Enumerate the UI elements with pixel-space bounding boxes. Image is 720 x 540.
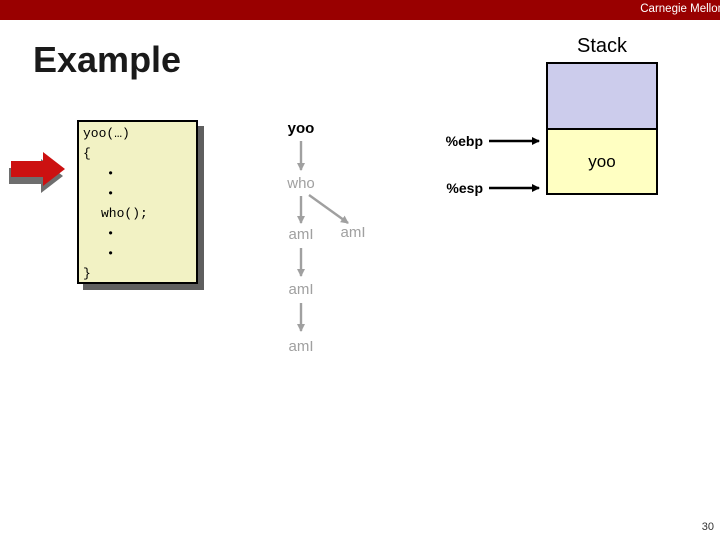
stack-frame-caller: [548, 64, 656, 130]
code-line: •: [107, 167, 115, 181]
call-node-ami-bottom: amI: [288, 338, 314, 355]
brand-text: Carnegie Mellon: [640, 3, 720, 15]
call-node-ami-right: amI: [340, 224, 366, 241]
arrow-who-to-ami-right: [308, 194, 349, 224]
stack-heading: Stack: [576, 35, 628, 57]
page-number: 30: [701, 521, 714, 533]
code-line: yoo(…): [83, 126, 130, 141]
code-line: {: [83, 146, 91, 161]
code-line: •: [107, 227, 115, 241]
code-box: yoo(…) { • • who(); • • }: [77, 120, 198, 284]
code-line: •: [107, 247, 115, 261]
stack-frame-yoo: yoo: [548, 130, 656, 193]
header-bar: Carnegie Mellon: [0, 0, 720, 20]
call-node-ami-left: amI: [288, 226, 314, 243]
register-esp-label: %esp: [446, 180, 483, 196]
code-line: •: [107, 187, 115, 201]
call-node-ami-mid: amI: [288, 281, 314, 298]
call-node-yoo: yoo: [287, 120, 315, 137]
red-pointer-arrow-icon: [9, 152, 65, 193]
stack-diagram: yoo: [546, 62, 658, 195]
stack-frame-label: yoo: [588, 151, 616, 171]
page-title: Example: [33, 39, 182, 80]
code-line: who();: [101, 206, 148, 221]
code-line: }: [83, 266, 91, 281]
register-ebp-label: %ebp: [445, 133, 483, 149]
call-node-who: who: [287, 175, 315, 192]
